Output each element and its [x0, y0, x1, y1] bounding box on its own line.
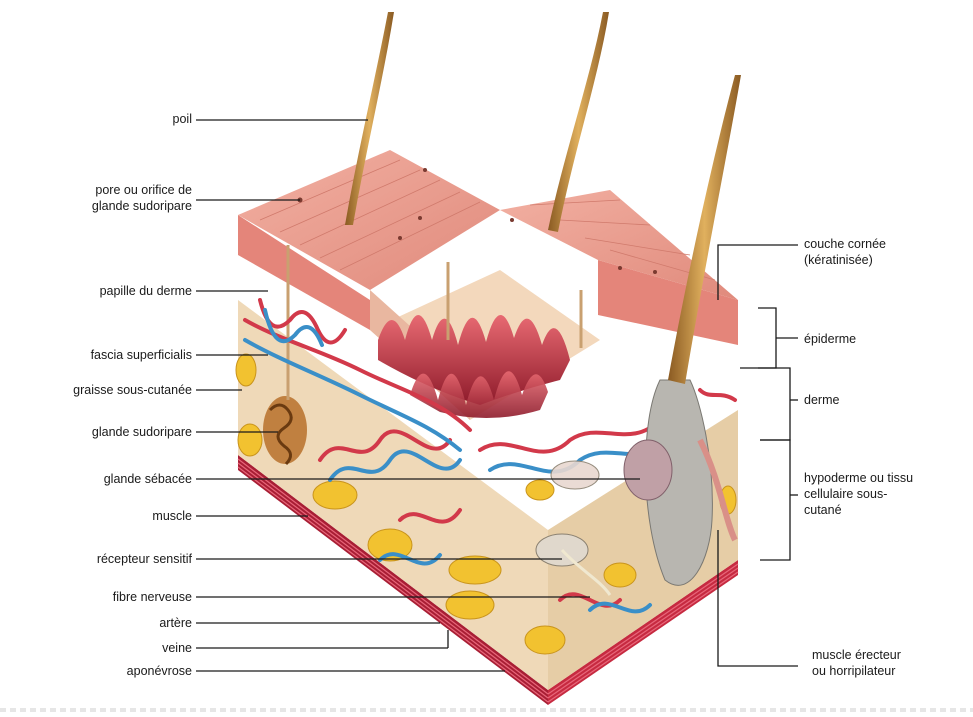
label-epiderme: épiderme: [804, 331, 856, 347]
label-veine: veine: [40, 640, 192, 656]
label-fibre: fibre nerveuse: [20, 589, 192, 605]
label-artere: artère: [40, 615, 192, 631]
label-couche-cornee-line1: couche cornée: [804, 236, 886, 252]
label-hypoderme-line1: hypoderme ou tissu: [804, 470, 913, 486]
label-glande-sebacee: glande sébacée: [20, 471, 192, 487]
label-muscle-erecteur-line1: muscle érecteur: [812, 647, 901, 663]
label-pore-line1: pore ou orifice de: [40, 182, 192, 198]
label-graisse: graisse sous-cutanée: [10, 382, 192, 398]
bottom-divider: [0, 708, 973, 712]
label-muscle-erecteur: muscle érecteur ou horripilateur: [812, 647, 901, 679]
label-recepteur: récepteur sensitif: [20, 551, 192, 567]
label-couche-cornee: couche cornée (kératinisée): [804, 236, 886, 268]
label-aponevrose: aponévrose: [40, 663, 192, 679]
label-hypoderme-line2: cellulaire sous-: [804, 486, 913, 502]
skin-block: [236, 12, 741, 705]
label-pore: pore ou orifice de glande sudoripare: [40, 182, 192, 214]
label-hypoderme: hypoderme ou tissu cellulaire sous- cuta…: [804, 470, 913, 518]
label-derme: derme: [804, 392, 839, 408]
label-poil: poil: [120, 111, 192, 127]
label-glande-sudoripare: glande sudoripare: [20, 424, 192, 440]
label-fascia: fascia superficialis: [20, 347, 192, 363]
label-muscle: muscle: [40, 508, 192, 524]
label-papille: papille du derme: [40, 283, 192, 299]
label-muscle-erecteur-line2: ou horripilateur: [812, 663, 901, 679]
label-couche-cornee-line2: (kératinisée): [804, 252, 886, 268]
label-hypoderme-line3: cutané: [804, 502, 913, 518]
label-pore-line2: glande sudoripare: [40, 198, 192, 214]
sebaceous-gland: [624, 440, 672, 500]
